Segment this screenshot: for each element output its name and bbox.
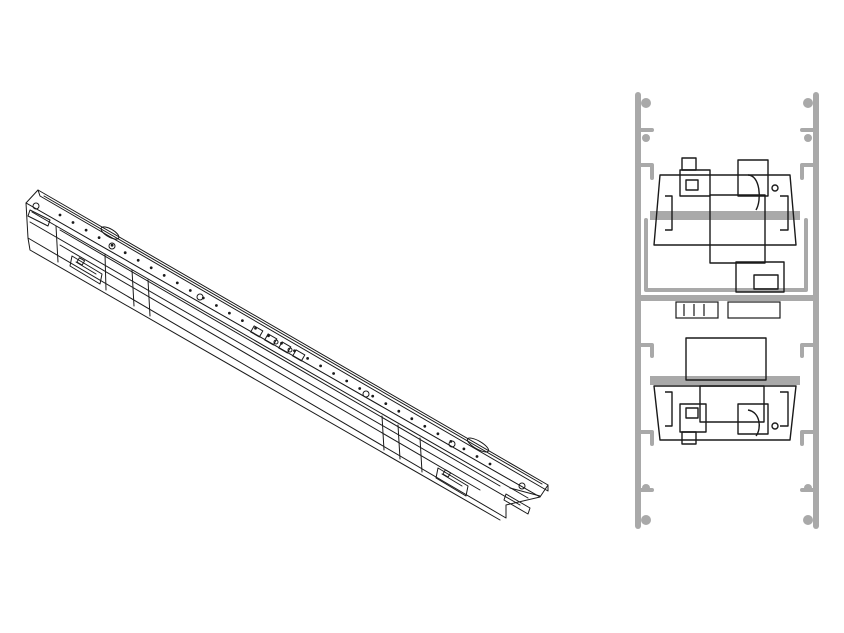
rail-side-face [25,202,541,519]
aluminium-profile [635,92,819,529]
perforation-hole [228,311,231,315]
perforation-hole [319,364,322,368]
perforation-hole [462,447,466,451]
perforation-hole [175,281,179,285]
perforation-hole [371,394,375,398]
middle-terminal [675,301,781,319]
perforation-hole [241,319,244,322]
perforation-hole [267,334,270,338]
perforation-hole [397,409,401,413]
perforation-hole [58,213,62,217]
perforation-hole [123,251,127,255]
mounting-slot [100,226,120,240]
perforation-hole [345,379,349,383]
perforation-hole [110,243,114,247]
profile-beads [641,98,813,525]
rail-top-face [25,189,549,498]
slot-left [69,255,103,285]
perforation-hole [384,402,388,405]
perforation-hole [188,289,192,292]
perforation-hole [488,462,492,466]
perforation-hole [84,228,88,232]
perforation-hole [71,221,75,224]
perforation-hole [254,326,257,330]
mounting-slot [466,437,490,453]
perforation-hole [423,424,427,428]
perforation-hole [358,387,362,390]
rail-lower-edge [27,237,501,521]
perforation-hole [136,258,140,262]
perforation-hole [306,357,309,360]
perforation-hole [475,455,479,458]
end-cap-right [503,482,541,515]
perforation-hole [449,440,453,443]
perforation-hole [293,349,296,353]
perforation-hole [332,372,335,375]
perforation-hole [162,274,166,277]
cross-section-view [635,92,819,529]
perforation-hole [436,432,440,436]
slot-right [435,467,469,497]
perforation-hole [280,341,283,345]
perforation-hole [97,236,101,240]
screw [362,390,370,398]
rail-front-lip [37,189,549,492]
perforation-hole [149,266,153,270]
screw [108,242,116,250]
perforation-hole [410,417,414,421]
perforation-hole [215,304,218,307]
perforation-hole [201,296,205,300]
upper-module [653,157,797,293]
perforation-row [58,213,492,466]
end-cap-left [27,202,51,227]
center-components [250,325,306,362]
isometric-view [25,189,549,521]
lower-module [653,337,797,445]
